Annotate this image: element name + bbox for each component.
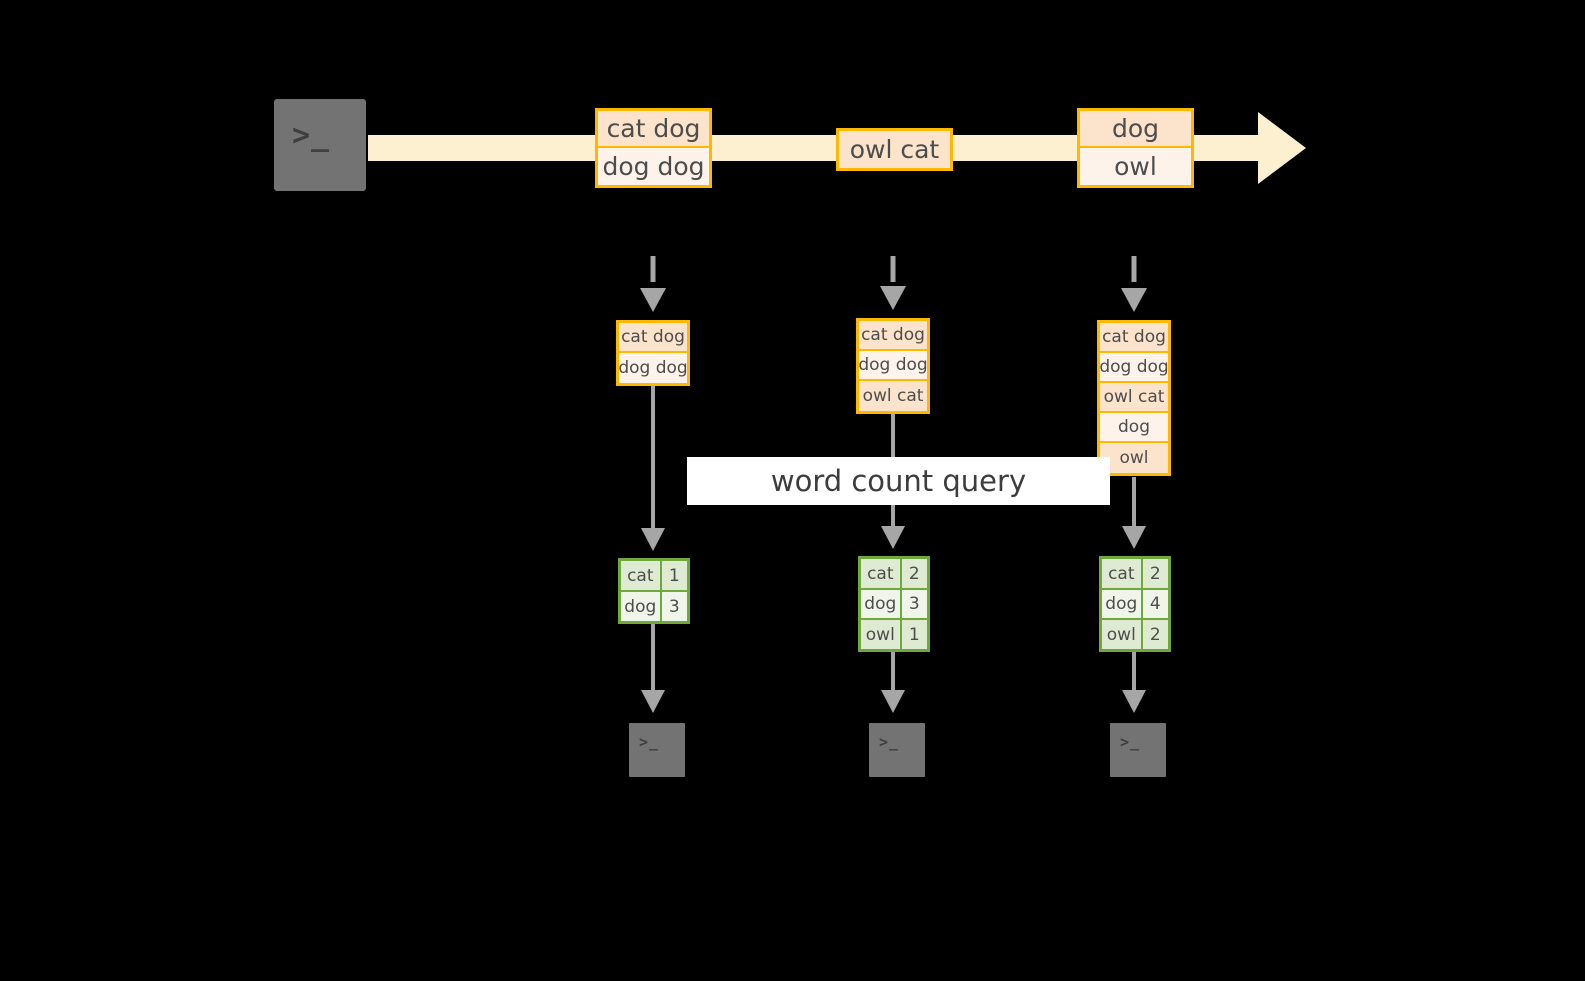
source-terminal-icon[interactable]: >_: [265, 90, 375, 200]
stage-2-input-line-3: owl cat: [859, 381, 927, 411]
table-row: cat 2: [1102, 559, 1168, 590]
stream-batch-3-line-1: dog: [1080, 111, 1191, 148]
stage-3-input-line-1: cat dog: [1100, 323, 1168, 353]
stage-1-result-table[interactable]: cat 1 dog 3: [618, 558, 690, 624]
stage-2-result-val-1: 2: [900, 559, 927, 590]
query-label: word count query: [687, 457, 1110, 505]
stage-1-result-val-2: 3: [660, 591, 687, 621]
stage-1-result-key-1: cat: [621, 561, 662, 592]
terminal-prompt-icon: >_: [292, 118, 331, 153]
compute-arrowheads: [641, 526, 1146, 551]
table-row: dog 4: [1102, 589, 1168, 620]
stage-3-result-key-2: dog: [1102, 589, 1143, 620]
stage-2-result-key-2: dog: [861, 589, 902, 620]
table-row: owl 2: [1102, 619, 1168, 649]
stage-3-input-line-4: dog: [1100, 413, 1168, 443]
stage-2-input-line-2: dog dog: [858, 351, 928, 381]
stage-2-sink-terminal-icon[interactable]: >_: [862, 716, 932, 784]
terminal-prompt-icon: >_: [1120, 733, 1141, 751]
stage-3-sink-terminal-icon[interactable]: >_: [1103, 716, 1173, 784]
stage-1-accumulated-input[interactable]: cat dog dog dog: [616, 320, 690, 386]
stage-2-result-key-1: cat: [861, 559, 902, 590]
stage-1-sink-terminal-icon[interactable]: >_: [622, 716, 692, 784]
stage-3-result-val-3: 2: [1141, 619, 1168, 649]
stage-2-result-val-2: 3: [900, 589, 927, 620]
stage-2-input-line-1: cat dog: [859, 321, 927, 351]
stream-batch-3-line-2: owl: [1080, 148, 1191, 185]
table-row: cat 2: [861, 559, 927, 590]
stage-1-result-key-2: dog: [621, 591, 662, 621]
stage-3-input-line-3: owl cat: [1100, 383, 1168, 413]
stage-3-input-line-2: dog dog: [1099, 353, 1169, 383]
stage-2-result-key-3: owl: [861, 619, 902, 649]
stage-3-result-key-3: owl: [1102, 619, 1143, 649]
terminal-prompt-icon: >_: [879, 733, 900, 751]
stage-2-result-val-3: 1: [900, 619, 927, 649]
stage-1-input-line-1: cat dog: [619, 323, 687, 353]
stage-1-result-val-1: 1: [660, 561, 687, 592]
stage-2-accumulated-input[interactable]: cat dog dog dog owl cat: [856, 318, 930, 414]
tap-arrowheads: [640, 286, 1147, 312]
stage-3-accumulated-input[interactable]: cat dog dog dog owl cat dog owl: [1097, 320, 1171, 476]
table-row: dog 3: [861, 589, 927, 620]
stage-3-input-line-5: owl: [1100, 443, 1168, 473]
terminal-prompt-icon: >_: [639, 733, 660, 751]
stage-3-result-table[interactable]: cat 2 dog 4 owl 2: [1099, 556, 1171, 652]
stream-batch-1[interactable]: cat dog dog dog: [595, 108, 712, 188]
stream-batch-3[interactable]: dog owl: [1077, 108, 1194, 188]
stream-batch-1-line-2: dog dog: [598, 148, 709, 185]
table-row: cat 1: [621, 561, 687, 592]
output-arrowheads: [641, 690, 1146, 713]
stream-batch-2[interactable]: owl cat: [836, 128, 953, 171]
table-row: dog 3: [621, 591, 687, 621]
stream-batch-2-line-1: owl cat: [839, 131, 950, 168]
table-row: owl 1: [861, 619, 927, 649]
stage-3-result-val-2: 4: [1141, 589, 1168, 620]
stage-2-result-table[interactable]: cat 2 dog 3 owl 1: [858, 556, 930, 652]
stream-batch-1-line-1: cat dog: [598, 111, 709, 148]
stage-3-result-key-1: cat: [1102, 559, 1143, 590]
stage-1-input-line-2: dog dog: [618, 353, 688, 383]
stage-3-result-val-1: 2: [1141, 559, 1168, 590]
